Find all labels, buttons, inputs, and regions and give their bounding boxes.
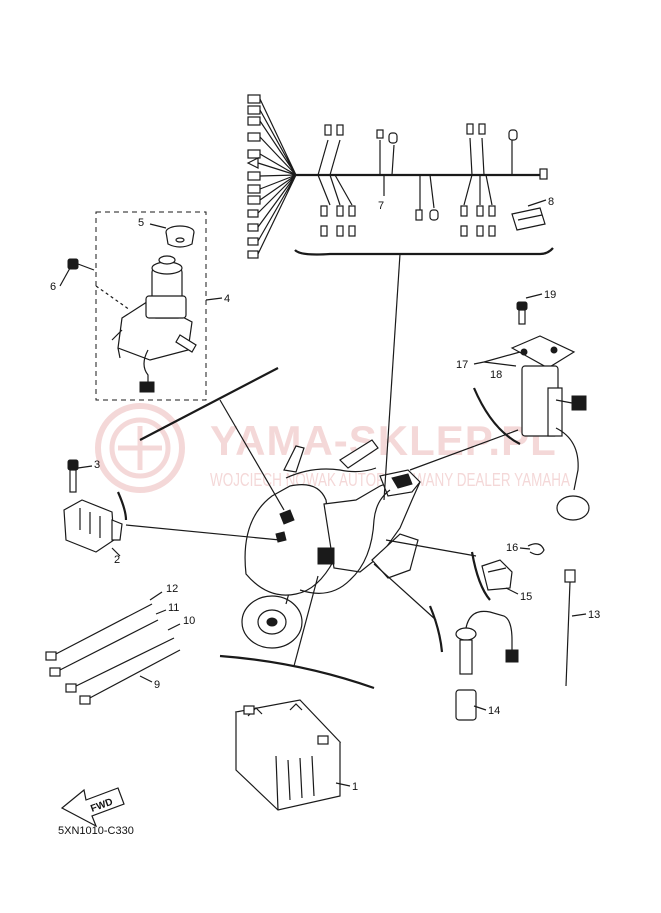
switch-bolt[interactable] bbox=[67, 258, 95, 271]
sensor[interactable] bbox=[455, 610, 519, 721]
callout-10[interactable]: 10 bbox=[183, 615, 195, 627]
callout-4[interactable]: 4 bbox=[224, 293, 230, 305]
callout-11[interactable]: 11 bbox=[168, 602, 179, 614]
callout-19[interactable]: 19 bbox=[544, 289, 556, 301]
main-switch-assembly[interactable] bbox=[67, 211, 207, 401]
fuel-sender[interactable] bbox=[483, 301, 590, 521]
long-cable-tie[interactable] bbox=[564, 569, 576, 687]
callout-8[interactable]: 8 bbox=[548, 196, 554, 208]
leader-lines bbox=[116, 253, 521, 690]
switch-cap[interactable] bbox=[165, 225, 195, 248]
relay[interactable] bbox=[481, 543, 545, 591]
callout-15[interactable]: 15 bbox=[520, 591, 532, 603]
callout-13[interactable]: 13 bbox=[588, 609, 600, 621]
wire-harness[interactable] bbox=[246, 94, 554, 259]
callout-12[interactable]: 12 bbox=[166, 583, 178, 595]
harness-branch-connectors bbox=[320, 123, 518, 237]
fuse[interactable] bbox=[511, 207, 546, 231]
callout-18[interactable]: 18 bbox=[490, 369, 502, 381]
rectifier-bolt[interactable] bbox=[67, 459, 79, 493]
callout-1[interactable]: 1 bbox=[352, 781, 358, 793]
harness-left-connectors bbox=[246, 94, 261, 259]
fwd-arrow: FWD bbox=[60, 787, 125, 828]
battery[interactable] bbox=[234, 699, 342, 811]
callout-6[interactable]: 6 bbox=[50, 281, 56, 293]
relay-clip[interactable] bbox=[527, 543, 545, 556]
callout-labels: 1 2 3 4 5 6 7 8 9 10 11 12 13 14 15 16 1… bbox=[50, 176, 600, 793]
watermark-logo bbox=[95, 403, 185, 493]
callout-3[interactable]: 3 bbox=[94, 459, 100, 471]
sender-screw[interactable] bbox=[516, 301, 528, 325]
callout-14[interactable]: 14 bbox=[488, 705, 500, 717]
callout-5[interactable]: 5 bbox=[138, 217, 144, 229]
callout-9[interactable]: 9 bbox=[154, 679, 160, 691]
callout-17[interactable]: 17 bbox=[456, 359, 468, 371]
callout-7[interactable]: 7 bbox=[378, 200, 384, 212]
rectifier-regulator[interactable] bbox=[63, 459, 123, 553]
diagram-code: 5XN1010-C330 bbox=[58, 825, 134, 837]
switch-body bbox=[111, 255, 197, 393]
callout-16[interactable]: 16 bbox=[506, 542, 518, 554]
watermark-title: YAMA-SKLEP.PL bbox=[210, 417, 557, 464]
cable-ties[interactable] bbox=[45, 603, 181, 705]
scooter bbox=[241, 439, 421, 649]
watermark: YAMA-SKLEP.PL WOJCIECH NOWAK AUTORYZOWAN… bbox=[95, 403, 570, 493]
callout-2[interactable]: 2 bbox=[114, 554, 120, 566]
